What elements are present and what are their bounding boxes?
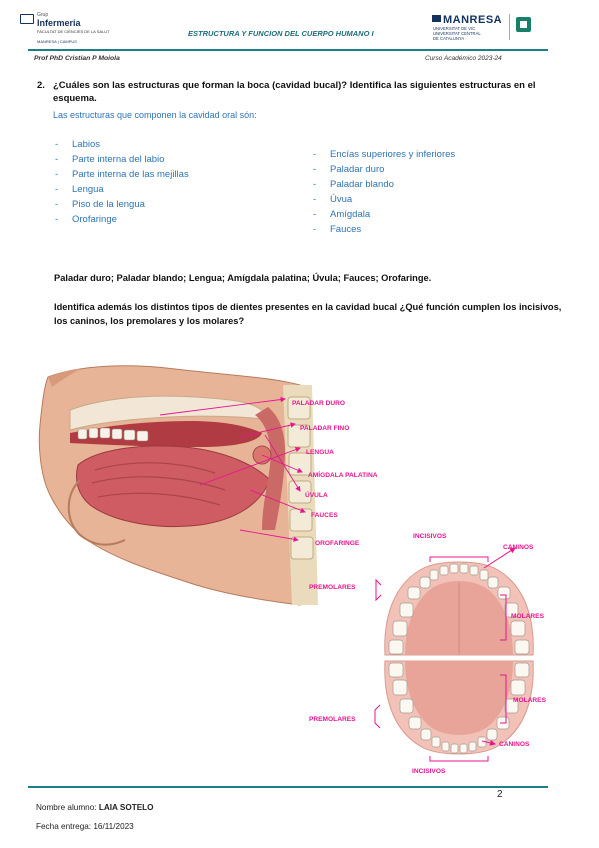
label-molares-bottom: MOLARES bbox=[513, 697, 547, 704]
university-subtitle: UNIVERSITAT DE VIC UNIVERSITAT CENTRAL D… bbox=[433, 26, 513, 41]
teeth-label-text: INCISIVOS CANINOS PREMOLARES MOLARES MOL… bbox=[309, 533, 547, 775]
sagittal-mouth-illustration bbox=[38, 365, 318, 606]
pointer-paladar-duro bbox=[159, 396, 286, 416]
list-item: Úvua bbox=[313, 192, 455, 207]
label-uvula: ÚVULA bbox=[305, 490, 328, 499]
bracket-premolares-top bbox=[375, 578, 382, 602]
question-text: ¿Cuáles son las estructuras que forman l… bbox=[53, 80, 536, 104]
structures-summary: Paladar duro; Paladar blando; Lengua; Am… bbox=[54, 273, 432, 283]
university-sub-2: UNIVERSITAT CENTRAL bbox=[433, 31, 481, 36]
sagittal-labels: PALADAR DURO PALADAR FINO LENGUA AMÍGDAL… bbox=[159, 396, 378, 547]
pointer-caninos-bottom bbox=[481, 739, 496, 746]
bracket-incisivos-top bbox=[429, 556, 489, 562]
structures-list-right: Encías superiores y inferiores Paladar d… bbox=[313, 147, 455, 237]
building-icon bbox=[516, 17, 531, 32]
list-item: Parte interna del labio bbox=[55, 152, 189, 167]
page-number: 2 bbox=[497, 789, 503, 800]
logo-name: Infermeria bbox=[37, 18, 81, 28]
pointer-caninos-top bbox=[483, 547, 516, 569]
pointer-orofaringe bbox=[239, 529, 299, 542]
list-item: Piso de la lengua bbox=[55, 197, 189, 212]
logo-line-1: Grup bbox=[37, 12, 49, 18]
label-lengua: LENGUA bbox=[306, 449, 334, 456]
label-premolares-top: PREMOLARES bbox=[309, 584, 356, 591]
pointer-fauces bbox=[249, 489, 306, 513]
university-name: MANRESA bbox=[443, 14, 503, 26]
label-molares-top: MOLARES bbox=[511, 613, 545, 620]
label-premolares-bottom: PREMOLARES bbox=[309, 716, 356, 723]
course-year: Curso Académico 2023-24 bbox=[425, 55, 502, 62]
bracket-premolares-bottom bbox=[374, 704, 381, 729]
pointer-paladar-fino bbox=[239, 422, 296, 438]
pointer-amigdala bbox=[261, 454, 303, 473]
label-orofaringe: OROFARINGE bbox=[315, 540, 360, 547]
logo-mark-icon bbox=[20, 14, 34, 24]
delivery-date-line: Fecha entrega: 16/11/2023 bbox=[36, 822, 134, 831]
logo-line-3: MANRESA | CAMPUS bbox=[37, 39, 77, 44]
question-number: 2. bbox=[37, 80, 45, 91]
label-incisivos-top: INCISIVOS bbox=[413, 533, 447, 540]
label-paladar-fino: PALADAR FINO bbox=[300, 425, 349, 432]
label-caninos-top: CANINOS bbox=[503, 544, 534, 551]
list-item: Encías superiores y inferiores bbox=[313, 147, 455, 162]
student-name: LAIA SOTELO bbox=[98, 803, 154, 812]
pointer-lengua bbox=[199, 447, 301, 486]
university-logo: MANRESA UNIVERSITAT DE VIC UNIVERSITAT C… bbox=[432, 14, 542, 44]
label-amigdala-palatina: AMÍGDALA PALATINA bbox=[308, 470, 378, 479]
answer-intro: Las estructuras que componen la cavidad … bbox=[53, 110, 257, 120]
faculty-logo: Grup Infermeria FACULTAT DE CIÈNCIES DE … bbox=[20, 12, 130, 46]
label-caninos-bottom: CANINOS bbox=[499, 741, 530, 748]
logo-line-2: FACULTAT DE CIÈNCIES DE LA SALUT bbox=[37, 29, 110, 34]
logo-divider bbox=[509, 14, 510, 40]
bracket-incisivos-bottom bbox=[429, 756, 489, 762]
pointer-uvula bbox=[264, 434, 301, 492]
date-label: Fecha entrega: bbox=[36, 822, 92, 831]
structures-list-left: Labios Parte interna del labio Parte int… bbox=[55, 137, 189, 227]
label-incisivos-bottom: INCISIVOS bbox=[412, 768, 446, 775]
list-item: Orofaringe bbox=[55, 212, 189, 227]
anatomy-diagrams: PALADAR DURO PALADAR FINO LENGUA AMÍGDAL… bbox=[38, 365, 547, 775]
student-name-line: Nombre alumno: LAIA SOTELO bbox=[36, 803, 154, 812]
umanresa-u-icon bbox=[432, 15, 441, 22]
label-paladar-duro: PALADAR DURO bbox=[292, 400, 345, 407]
header-rule bbox=[28, 49, 548, 51]
bracket-molares-bottom bbox=[500, 674, 507, 724]
teeth-question: Identifica además los distintos tipos de… bbox=[54, 302, 562, 326]
footer-rule bbox=[28, 786, 548, 788]
date-value: 16/11/2023 bbox=[93, 822, 134, 831]
teeth-labels bbox=[374, 547, 516, 762]
list-item: Lengua bbox=[55, 182, 189, 197]
document-title: ESTRUCTURA Y FUNCION DEL CUERPO HUMANO I bbox=[188, 29, 374, 38]
label-fauces: FAUCES bbox=[311, 512, 338, 519]
student-label: Nombre alumno: bbox=[36, 803, 97, 812]
list-item: Amígdala bbox=[313, 207, 455, 222]
professor-name: Prof PhD Cristian P Moiola bbox=[34, 55, 120, 62]
list-item: Paladar blando bbox=[313, 177, 455, 192]
list-item: Parte interna de las mejillas bbox=[55, 167, 189, 182]
university-sub-3: DE CATALUNYA bbox=[433, 36, 465, 41]
dental-arches-illustration bbox=[384, 561, 534, 755]
bracket-molares-top bbox=[500, 594, 507, 641]
list-item: Paladar duro bbox=[313, 162, 455, 177]
list-item: Labios bbox=[55, 137, 189, 152]
university-sub-1: UNIVERSITAT DE VIC bbox=[433, 26, 476, 31]
list-item: Fauces bbox=[313, 222, 455, 237]
